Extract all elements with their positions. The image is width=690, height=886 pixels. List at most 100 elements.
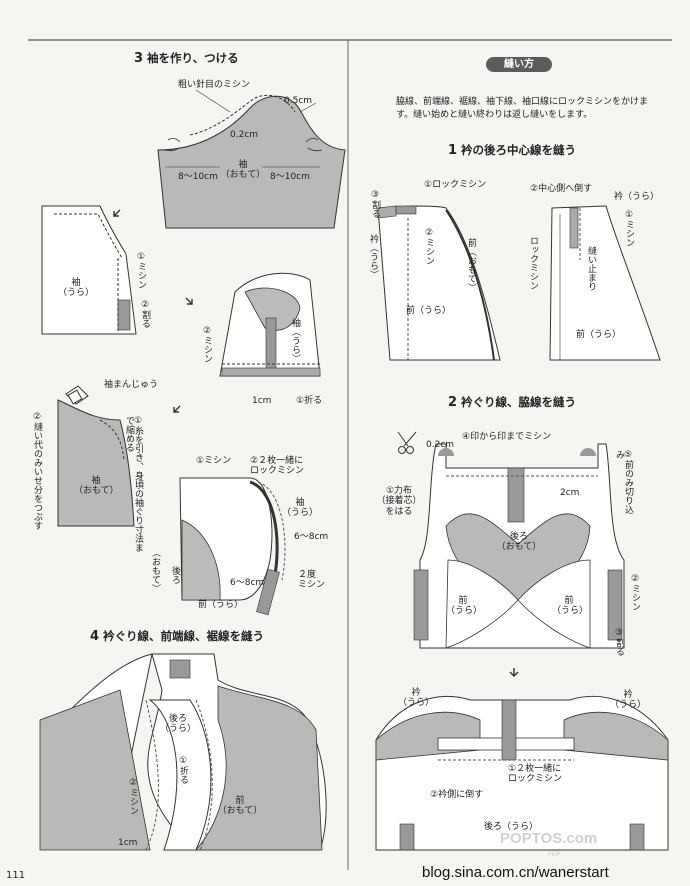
label-collar-lock: ①ロックミシン <box>424 180 487 190</box>
step1-title: 衿の後ろ中心線を縫う <box>461 143 577 157</box>
label-sleeve-ham: 袖まんじゅう <box>104 380 159 390</box>
step3-title: 袖を作り、つける <box>147 51 239 65</box>
label-sleeve-machine: ①ミシン <box>136 252 146 289</box>
step4-title: 衿ぐり線、前端線、裾線を縫う <box>103 629 265 643</box>
label-sleeve-split: ②割る <box>140 300 150 328</box>
label-attach-front: 前（うら） <box>198 600 244 610</box>
label-attach-sleeve: 袖 （うら） <box>282 498 318 519</box>
bolero-front-2: （おもて） <box>217 806 263 817</box>
label-collar-b-front: 前（うら） <box>576 330 622 340</box>
label-fold-1cm: 1cm <box>252 396 272 406</box>
sleeve-ura-name-2: （うら） <box>57 288 94 299</box>
sleeve-ura-piece <box>41 205 137 335</box>
body-front-left-1: 前 <box>458 596 468 606</box>
label-ham-omote: （おもて） <box>150 548 160 593</box>
body-front-left-2: （うら） <box>446 606 483 617</box>
label-collar-eri: 衿（うら） <box>368 234 378 279</box>
label-attach-range-2: 6～8cm <box>230 578 265 588</box>
label-collar-center: ②中心側へ倒す <box>530 184 593 194</box>
sleeve-top-name: 袖 （おもて） <box>220 160 266 181</box>
label-attach-back: 後ろ <box>170 566 180 584</box>
label-attach-twice-2: ミシン <box>298 580 326 591</box>
step1-number: 1 <box>448 143 458 158</box>
label-coarse-stitch: 粗い針目のミシン <box>178 80 251 90</box>
body-back: 後ろ （おもて） <box>494 532 544 553</box>
body-back-1: 後ろ <box>509 532 528 542</box>
label-collar-final-back: 後ろ（うら） <box>484 822 539 832</box>
step3-number: 3 <box>134 51 144 66</box>
label-collar-split: ③割る <box>370 190 380 218</box>
sleeve-ham-name-1: 袖 <box>91 476 101 486</box>
label-attach-lock: ②２枚一緒に ロックミシン <box>250 456 304 477</box>
collar-a-piece <box>377 205 501 361</box>
label-collar-front: 前（おもて） <box>466 238 476 292</box>
bolero-back-1: 後ろ <box>168 714 187 724</box>
label-collar-b-lock: ロックミシン <box>528 236 538 290</box>
sleeve-top-name-2: （おもて） <box>220 170 266 181</box>
label-range-right: 8～10cm <box>270 172 310 182</box>
label-attach-lock-1: ②２枚一緒に <box>250 456 304 466</box>
label-body-cloth-3: をはる <box>385 506 413 517</box>
intro-text: 脇線、前端線、裾線、袖下線、袖口線にロックミシンをかけます。縫い始めと縫い終わり… <box>396 97 649 120</box>
sewing-method-badge: 縫い方 <box>486 57 552 72</box>
label-attach-twice: ２度 ミシン <box>298 570 325 591</box>
body-front-right: 前 （うら） <box>552 596 589 617</box>
label-ham-seam: ②縫い代のみいせ分をつぶす <box>32 412 42 530</box>
label-body-2cm: 2cm <box>560 488 580 498</box>
label-02cm: 0.2cm <box>230 130 259 140</box>
label-ham-pull: ①糸を引き、身頃の袖ぐり寸法まで縮める <box>124 416 143 552</box>
label-body-cloth-2: （接着芯） <box>376 496 422 507</box>
label-collar-b-eri: 衿（うら） <box>614 192 660 202</box>
label-collar-final-lock-2: ロックミシン <box>508 774 563 785</box>
collar-final-eri-right-1: 衿 <box>623 690 633 700</box>
step2-number: 2 <box>448 395 458 410</box>
label-attach-lock-2: ロックミシン <box>250 466 305 477</box>
collar-final-eri-right-2: （うら） <box>610 700 647 711</box>
scissors-icon <box>397 431 417 454</box>
label-bolero-fold: ①折る <box>178 756 188 784</box>
step2-title: 衿ぐり線、脇線を縫う <box>461 395 577 409</box>
blog-url: blog.sina.com.cn/wanerstart <box>422 864 609 881</box>
bolero-back-2: （うら） <box>159 724 196 735</box>
label-bolero-machine: ②ミシン <box>128 778 138 815</box>
collar-final-eri-right: 衿 （うら） <box>610 690 646 711</box>
label-collar-b-machine: ①ミシン <box>624 210 634 247</box>
label-fold-machine: ②ミシン <box>202 326 212 363</box>
label-body-cloth: ①力布 （接着芯） をはる <box>374 486 424 517</box>
body-back-2: （おもて） <box>496 542 542 553</box>
label-collar-final-lock-1: ①２枚一緒に <box>508 764 562 774</box>
sleeve-ham-name: 袖 （おもて） <box>74 476 119 497</box>
watermark-sub: POP <box>548 851 560 858</box>
body-front-right-2: （うら） <box>552 606 589 617</box>
label-collar-final-lock: ①２枚一緒に ロックミシン <box>508 764 562 785</box>
label-05cm: 0.5cm <box>284 96 313 106</box>
label-attach-sleeve-1: 袖 <box>295 498 305 508</box>
page-number: 111 <box>6 870 26 881</box>
body-front-right-1: 前 <box>564 596 574 606</box>
label-attach-machine: ①ミシン <box>196 456 232 466</box>
label-bolero-1cm: 1cm <box>118 838 138 848</box>
step4-number: 4 <box>90 629 100 644</box>
label-fold-piece: 袖（うら） <box>290 318 300 363</box>
collar-final-eri-left-2: （うら） <box>398 698 435 709</box>
label-fold: ①折る <box>296 396 323 406</box>
label-body-split: ③割る <box>614 628 624 656</box>
collar-final-eri-left-1: 衿 <box>411 688 421 698</box>
label-attach-twice-1: ２度 <box>298 570 317 580</box>
label-attach-range-1: 6～8cm <box>294 532 329 542</box>
label-attach-sleeve-2: （うら） <box>282 508 319 519</box>
label-collar-front-ura: 前（うら） <box>406 306 452 316</box>
label-body-mark: ④印から印までミシン <box>462 432 552 442</box>
label-collar-machine: ②ミシン <box>424 228 434 265</box>
watermark: POPTOS.com <box>500 830 598 847</box>
bolero-back: 後ろ （うら） <box>158 714 198 735</box>
sleeve-ham-piece <box>57 399 135 527</box>
collar-final-eri-left: 衿 （うら） <box>398 688 434 709</box>
sleeve-ham-name-2: （おもて） <box>74 486 119 497</box>
sleeve-top-piece <box>157 95 346 229</box>
label-body-cut: ⑤前のみ切り込み <box>614 450 633 514</box>
